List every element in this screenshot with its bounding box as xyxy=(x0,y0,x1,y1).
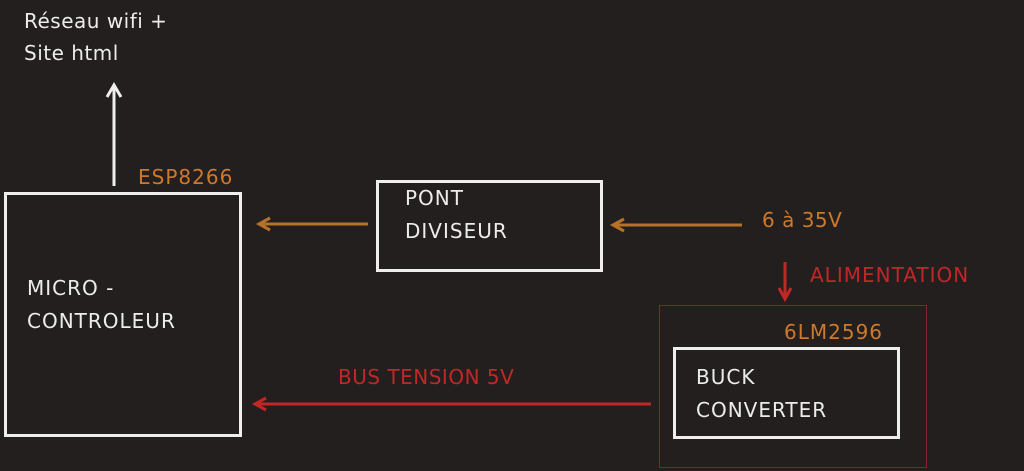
input-voltage-label: 6 à 35V xyxy=(762,208,843,232)
microcontroller-box xyxy=(4,192,242,437)
output-label-line1: Réseau wifi + xyxy=(24,9,168,33)
arrow-power-down xyxy=(777,262,793,303)
mcu-label-line1: MICRO - xyxy=(27,276,115,300)
arrow-bus-to-mcu xyxy=(251,396,651,412)
arrow-up-to-wifi xyxy=(105,82,123,186)
mcu-chip-label: ESP8266 xyxy=(138,165,234,189)
power-label: ALIMENTATION xyxy=(810,263,970,287)
mcu-label-line2: CONTROLEUR xyxy=(27,309,176,333)
buck-chip-label: 6LM2596 xyxy=(784,320,884,344)
buck-outer-frame xyxy=(659,305,927,468)
divider-label-line1: PONT xyxy=(405,186,464,210)
voltage-divider-box xyxy=(376,180,603,272)
divider-label-line2: DIVISEUR xyxy=(405,219,508,243)
bus-voltage-label: BUS TENSION 5V xyxy=(338,365,515,389)
buck-converter-box xyxy=(673,347,900,439)
buck-label-line1: BUCK xyxy=(696,365,756,389)
arrow-input-to-divider xyxy=(609,217,742,233)
buck-label-line2: CONVERTER xyxy=(696,398,828,422)
arrow-divider-to-mcu xyxy=(255,216,368,232)
output-label-line2: Site html xyxy=(24,41,119,65)
